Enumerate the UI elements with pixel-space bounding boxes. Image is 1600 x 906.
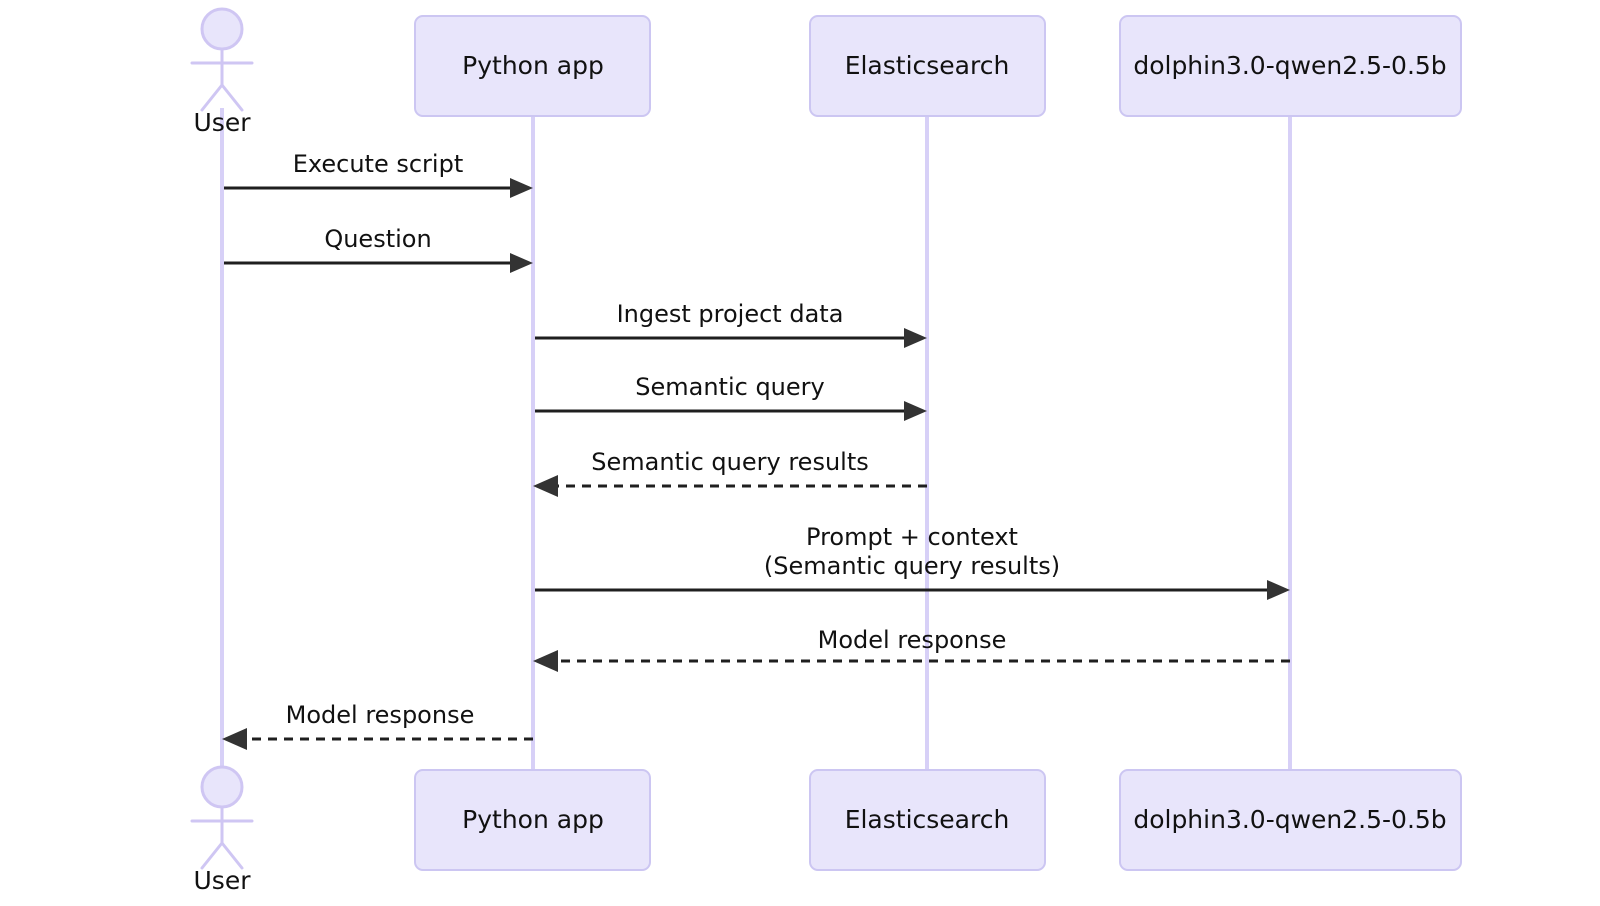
message-prompt-plus-context[interactable]: Prompt + context (Semantic query results… (535, 523, 1290, 600)
participant-label-elasticsearch-bottom: Elasticsearch (845, 805, 1010, 834)
arrow-head-right-icon (510, 178, 533, 198)
message-label-ingest-project-data: Ingest project data (617, 300, 844, 328)
message-model-response-to-user[interactable]: Model response (222, 701, 533, 750)
actor-head-icon (200, 7, 244, 51)
arrow-head-right-icon (904, 401, 927, 421)
participant-box-elasticsearch-bottom[interactable]: Elasticsearch (809, 769, 1046, 871)
message-label-semantic-query: Semantic query (635, 373, 824, 401)
message-semantic-query-results[interactable]: Semantic query results (533, 448, 927, 497)
participant-box-dolphin-model-bottom[interactable]: dolphin3.0-qwen2.5-0.5b (1119, 769, 1462, 871)
actor-leg-left (200, 841, 224, 870)
actor-user-bottom[interactable]: User (190, 765, 254, 895)
participant-box-python-app-top[interactable]: Python app (414, 15, 651, 117)
participant-label-dolphin-model-top: dolphin3.0-qwen2.5-0.5b (1133, 51, 1446, 80)
message-label-prompt-plus-context-line2: (Semantic query results) (764, 552, 1060, 580)
actor-label-user-bottom: User (194, 866, 252, 895)
participant-label-python-app-bottom: Python app (462, 805, 604, 834)
actor-leg-left (200, 83, 224, 112)
participant-box-rect (414, 769, 651, 871)
participant-box-dolphin-model-top[interactable]: dolphin3.0-qwen2.5-0.5b (1119, 15, 1462, 117)
message-label-model-response-to-user: Model response (286, 701, 475, 729)
participant-label-elasticsearch-top: Elasticsearch (845, 51, 1010, 80)
message-semantic-query[interactable]: Semantic query (535, 373, 927, 421)
actor-leg-right (220, 83, 244, 112)
actor-user-top[interactable]: User (190, 7, 254, 137)
participant-label-dolphin-model-bottom: dolphin3.0-qwen2.5-0.5b (1133, 805, 1446, 834)
participant-label-python-app-top: Python app (462, 51, 604, 80)
actor-leg-right (220, 841, 244, 870)
message-question[interactable]: Question (224, 225, 533, 273)
arrow-head-right-icon (904, 328, 927, 348)
participant-box-rect (1119, 769, 1462, 871)
participant-box-rect (809, 769, 1046, 871)
message-model-response-to-app[interactable]: Model response (533, 626, 1290, 672)
actor-head-icon (200, 765, 244, 809)
participant-box-python-app-bottom[interactable]: Python app (414, 769, 651, 871)
message-label-prompt-plus-context-line1: Prompt + context (806, 523, 1018, 551)
message-execute-script[interactable]: Execute script (224, 150, 533, 198)
arrow-head-left-icon (533, 650, 558, 672)
message-ingest-project-data[interactable]: Ingest project data (535, 300, 927, 348)
arrow-head-right-icon (510, 253, 533, 273)
participant-box-rect (809, 15, 1046, 117)
participant-box-elasticsearch-top[interactable]: Elasticsearch (809, 15, 1046, 117)
participant-box-rect (414, 15, 651, 117)
message-label-question: Question (324, 225, 431, 253)
arrow-head-right-icon (1267, 580, 1290, 600)
message-label-execute-script: Execute script (293, 150, 463, 178)
arrow-head-left-icon (222, 728, 247, 750)
message-label-semantic-query-results: Semantic query results (591, 448, 869, 476)
actor-label-user-top: User (194, 108, 252, 137)
lifelines-group (220, 108, 1292, 770)
participant-box-rect (1119, 15, 1462, 117)
arrow-head-left-icon (533, 475, 558, 497)
message-label-model-response-to-app: Model response (818, 626, 1007, 654)
